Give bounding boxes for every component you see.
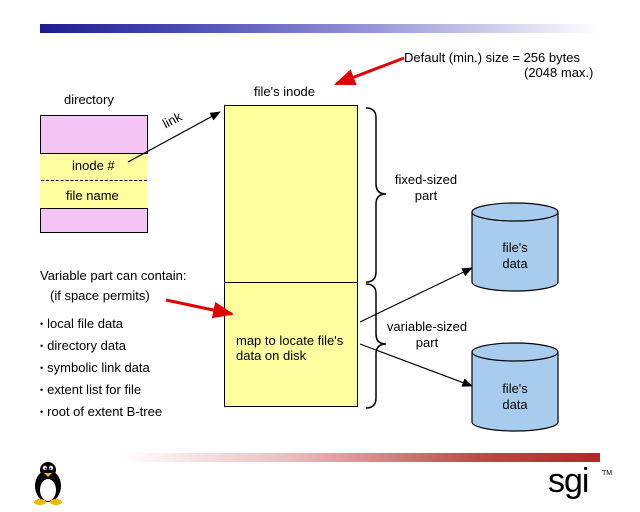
inode-fixed-variable-divider [224, 282, 358, 283]
variable-sized-label: variable-sized [386, 319, 468, 334]
top-gradient-bar [40, 24, 600, 33]
list-item: root of extent B-tree [40, 404, 162, 420]
data-arrow-upper [359, 267, 473, 323]
sgi-logo: sgi [548, 462, 589, 500]
file-data-cylinder-upper [471, 202, 559, 292]
max-size-note: (2048 max.) [524, 65, 594, 80]
variable-part-subheading: (if space permits) [50, 288, 150, 303]
list-item: symbolic link data [40, 360, 150, 376]
link-arrow [127, 111, 221, 163]
data-label-lower-line2: data [502, 397, 528, 412]
directory-field-divider [41, 180, 147, 181]
data-label-upper-line2: data [502, 256, 528, 271]
map-text-line2: data on disk [236, 348, 307, 363]
data-arrow-lower [359, 343, 474, 387]
footer-gradient-bar [120, 453, 600, 462]
file-name-field: file name [66, 188, 119, 203]
list-item: local file data [40, 316, 123, 332]
fixed-part-brace [365, 107, 387, 283]
list-item: extent list for file [40, 382, 141, 398]
file-data-cylinder-lower [471, 342, 559, 432]
directory-entry-fields [40, 153, 148, 209]
variable-part-brace [365, 283, 387, 409]
variable-part-label: part [415, 335, 439, 350]
variable-part-arrow [165, 298, 235, 319]
tux-penguin-icon [34, 462, 62, 505]
inode-title: file's inode [254, 84, 316, 99]
fixed-part-label: part [414, 188, 438, 203]
data-label-upper-line1: file's [502, 240, 528, 255]
variable-part-heading: Variable part can contain: [40, 268, 187, 283]
inode-number-field: inode # [72, 158, 115, 173]
sgi-trademark: TM [602, 470, 613, 477]
fixed-sized-label: fixed-sized [394, 172, 458, 187]
default-size-arrow [334, 56, 405, 86]
list-item: directory data [40, 338, 126, 354]
inode-block [224, 105, 358, 407]
directory-label: directory [64, 92, 114, 107]
data-label-lower-line1: file's [502, 381, 528, 396]
default-size-note: Default (min.) size = 256 bytes [404, 50, 580, 65]
map-text-line1: map to locate file's [236, 333, 344, 348]
